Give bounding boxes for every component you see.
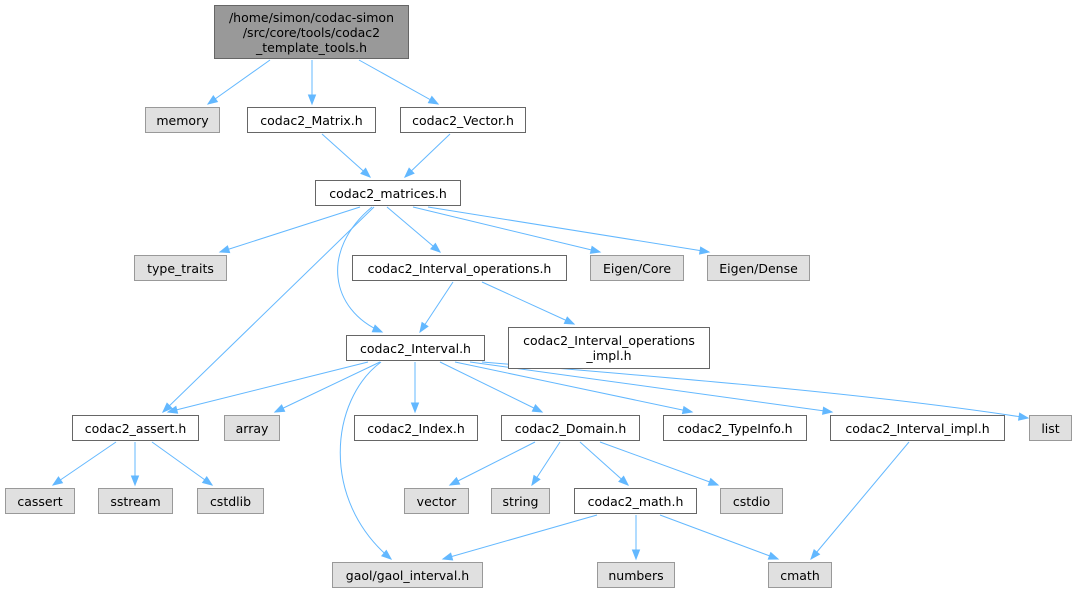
node-matrices-h[interactable]: codac2_matrices.h <box>315 180 461 206</box>
node-numbers: numbers <box>597 562 675 588</box>
node-type-traits: type_traits <box>134 255 227 281</box>
edge-matrices_h-to-interval_h <box>337 206 383 333</box>
node-index-h[interactable]: codac2_Index.h <box>354 415 478 441</box>
node-memory: memory <box>145 107 220 133</box>
node-interval-ops-h[interactable]: codac2_Interval_operations.h <box>352 255 567 281</box>
edge-arrowhead-interval_h-to-interval_impl_h <box>822 406 834 415</box>
edge-root-to-memory <box>207 59 271 105</box>
node-vector-h[interactable]: codac2_Vector.h <box>400 107 526 133</box>
node-math-h[interactable]: codac2_math.h <box>574 488 697 514</box>
edge-interval_impl_h-to-cmath <box>810 441 910 560</box>
edge-arrowhead-domain_h-to-string <box>531 474 541 487</box>
edge-arrowhead-root-to-matrix_h <box>307 94 317 106</box>
node-interval-impl-h[interactable]: codac2_Interval_impl.h <box>830 415 1005 441</box>
edge-arrowhead-domain_h-to-vector <box>448 476 461 486</box>
edge-arrowhead-math_h-to-cmath <box>767 551 780 560</box>
node-interval-ops-impl-h[interactable]: codac2_Interval_operations _impl.h <box>508 327 710 369</box>
edge-arrowhead-interval_h-to-index_h <box>410 402 420 414</box>
edge-assert_h-to-cassert <box>52 441 117 486</box>
node-list: list <box>1029 415 1072 441</box>
edge-interval_h-to-typeinfo_h <box>454 361 693 413</box>
edge-arrowhead-interval_h-to-gaol_interval <box>380 549 393 560</box>
edge-arrowhead-vector_h-to-matrices_h <box>404 167 415 178</box>
edge-domain_h-to-math_h <box>579 441 629 486</box>
edge-arrowhead-interval_h-to-domain_h <box>531 404 544 413</box>
edge-interval_h-to-domain_h <box>439 361 543 413</box>
node-eigen-core: Eigen/Core <box>590 255 684 281</box>
node-typeinfo-h[interactable]: codac2_TypeInfo.h <box>663 415 807 441</box>
edge-interval_h-to-interval_impl_h <box>469 361 833 413</box>
edge-assert_h-to-cstdlib <box>151 441 213 486</box>
node-assert-h[interactable]: codac2_assert.h <box>72 415 199 441</box>
edge-interval_h-to-list <box>481 361 1029 419</box>
edge-arrowhead-assert_h-to-cstdlib <box>201 476 214 486</box>
edge-interval_ops_h-to-interval_ops_impl_h <box>481 281 575 325</box>
node-eigen-dense: Eigen/Dense <box>707 255 810 281</box>
edge-arrowhead-domain_h-to-math_h <box>618 475 630 486</box>
edge-arrowhead-interval_h-to-array <box>273 404 286 413</box>
edge-arrowhead-matrix_h-to-matrices_h <box>360 167 372 178</box>
edge-matrices_h-to-assert_h <box>162 206 375 413</box>
node-domain-h[interactable]: codac2_Domain.h <box>501 415 640 441</box>
node-vector: vector <box>404 488 469 514</box>
edge-arrowhead-matrices_h-to-assert_h <box>162 402 173 413</box>
edge-arrowhead-math_h-to-gaol_interval <box>441 552 454 561</box>
edge-arrowhead-matrices_h-to-eigen_core <box>589 245 602 254</box>
node-cmath: cmath <box>768 562 832 588</box>
edge-matrices_h-to-type_traits <box>219 206 361 253</box>
edge-matrix_h-to-matrices_h <box>321 133 371 178</box>
edge-arrowhead-matrices_h-to-eigen_dense <box>698 246 711 255</box>
edge-arrowhead-root-to-memory <box>206 95 219 105</box>
node-sstream: sstream <box>98 488 173 514</box>
node-cassert: cassert <box>5 488 75 514</box>
edge-interval_h-to-array <box>274 361 381 413</box>
node-gaol-interval: gaol/gaol_interval.h <box>332 562 483 588</box>
edge-arrowhead-root-to-vector_h <box>427 95 440 105</box>
edge-arrowhead-interval_h-to-assert_h <box>166 405 179 414</box>
node-string: string <box>491 488 550 514</box>
edge-arrowhead-math_h-to-numbers <box>631 549 641 561</box>
node-cstdio: cstdio <box>720 488 783 514</box>
edge-domain_h-to-cstdio <box>599 441 719 486</box>
edge-interval_h-to-assert_h <box>167 361 369 413</box>
edge-arrowhead-interval_ops_h-to-interval_h <box>419 321 429 334</box>
edge-matrices_h-to-eigen_dense <box>427 206 710 253</box>
edge-arrowhead-interval_h-to-list <box>1017 412 1030 421</box>
edge-arrowhead-matrices_h-to-interval_h <box>371 324 384 333</box>
edge-arrowhead-domain_h-to-cstdio <box>707 477 720 486</box>
edge-matrices_h-to-eigen_core <box>412 206 601 253</box>
edge-matrices_h-to-interval_ops_h <box>386 206 441 253</box>
edge-arrowhead-matrices_h-to-interval_ops_h <box>430 242 442 253</box>
edge-root-to-vector_h <box>358 59 439 105</box>
edge-arrowhead-assert_h-to-sstream <box>130 475 140 487</box>
edge-vector_h-to-matrices_h <box>404 133 451 178</box>
node-matrix-h[interactable]: codac2_Matrix.h <box>247 107 376 133</box>
edge-arrowhead-matrices_h-to-type_traits <box>218 245 231 254</box>
node-interval-h[interactable]: codac2_Interval.h <box>346 335 485 361</box>
edge-interval_h-to-gaol_interval <box>339 361 392 560</box>
edge-arrowhead-interval_impl_h-to-cmath <box>810 549 821 561</box>
node-root[interactable]: /home/simon/codac-simon /src/core/tools/… <box>214 5 409 59</box>
edge-domain_h-to-vector <box>449 441 536 486</box>
edge-math_h-to-gaol_interval <box>442 514 598 560</box>
edge-arrowhead-interval_h-to-typeinfo_h <box>681 405 694 415</box>
edge-arrowhead-interval_ops_h-to-interval_ops_impl_h <box>563 316 576 325</box>
node-array: array <box>224 415 280 441</box>
edge-interval_ops_h-to-interval_h <box>419 281 454 333</box>
edge-arrowhead-assert_h-to-cassert <box>51 476 64 486</box>
node-cstdlib: cstdlib <box>197 488 264 514</box>
edge-math_h-to-cmath <box>659 514 779 560</box>
